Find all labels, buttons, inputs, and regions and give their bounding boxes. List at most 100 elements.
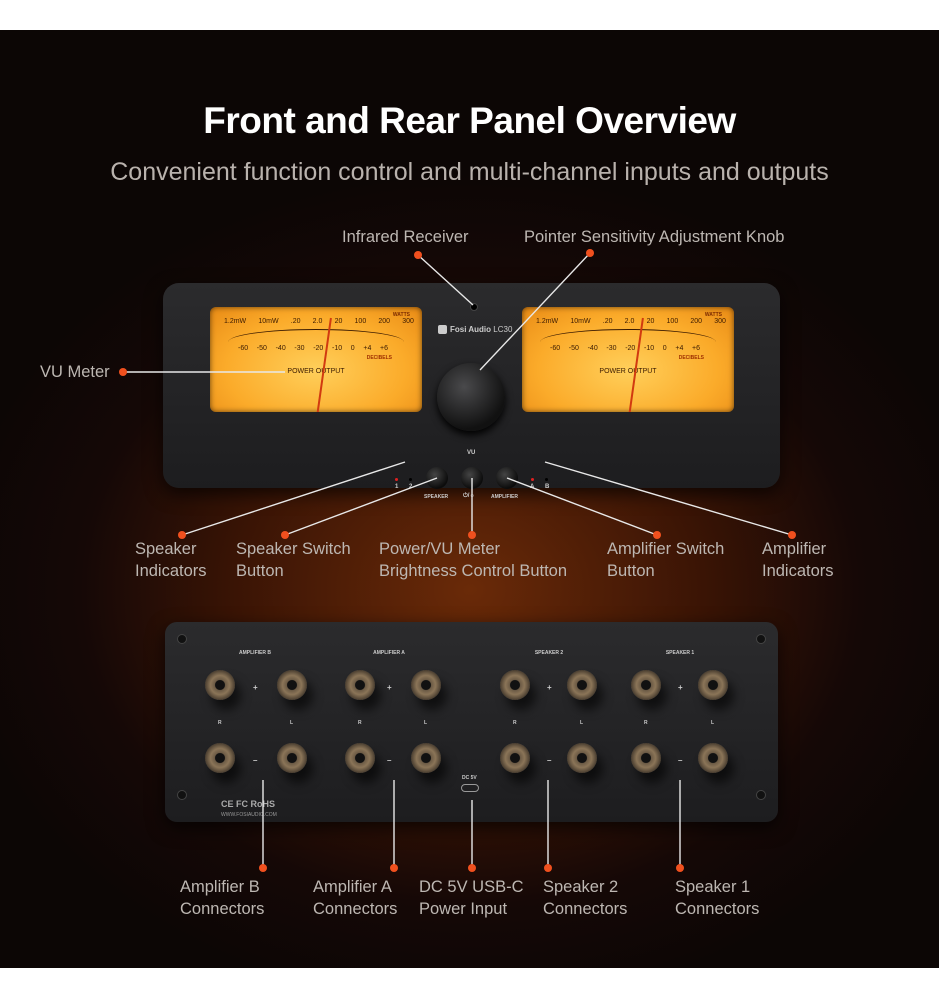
usb-c-port[interactable] (461, 784, 479, 792)
binding-post[interactable] (500, 670, 530, 700)
scale-tick-label: 1.2mW (536, 318, 559, 325)
scale-tick-label: -50 (568, 345, 579, 352)
scale-tick-label: +4 (675, 345, 684, 352)
binding-post[interactable] (500, 743, 530, 773)
scale-tick-label: +4 (363, 345, 372, 352)
callout-knob: Pointer Sensitivity Adjustment Knob (524, 228, 785, 246)
binding-post[interactable] (205, 670, 235, 700)
binding-post[interactable] (277, 743, 307, 773)
scale-tick-label: 100 (354, 318, 367, 325)
callout-dot (390, 864, 398, 872)
screw (756, 634, 766, 644)
group-label: AMPLIFIER B (239, 650, 271, 656)
infrared-receiver (470, 303, 478, 311)
binding-post[interactable] (345, 743, 375, 773)
binding-post[interactable] (411, 743, 441, 773)
callout-dot (178, 531, 186, 539)
speaker-label: SPEAKER (424, 494, 449, 500)
scale-tick-label: +6 (692, 345, 700, 352)
callout-dot (119, 368, 127, 376)
power-output-label: POWER OUTPUT (599, 368, 657, 375)
vu-label: VU (467, 450, 476, 456)
callout-dot (468, 531, 476, 539)
binding-post[interactable] (567, 670, 597, 700)
scale-tick-label: 300 (714, 318, 726, 325)
binding-post[interactable] (631, 743, 661, 773)
binding-post[interactable] (345, 670, 375, 700)
scale-tick-label: 2.0 (624, 318, 635, 325)
binding-post[interactable] (698, 670, 728, 700)
scale-tick-label: .20 (290, 318, 301, 325)
decibels-label: DECIBELS (366, 355, 392, 361)
callout-vu: VU Meter (40, 363, 110, 381)
brand-logo: Fosi Audio LC30 (438, 325, 512, 335)
minus-label: – (678, 756, 683, 765)
speaker-led-label-2: 2 (409, 484, 413, 490)
callout-line-text: Speaker Switch (236, 540, 351, 558)
scale-tick-label: 200 (378, 318, 391, 325)
screw (756, 790, 766, 800)
callout-line-text: Connectors (543, 900, 628, 918)
scale-tick-label: 10mW (570, 318, 591, 325)
scale-tick-label: -10 (643, 345, 655, 352)
callout-dot (653, 531, 661, 539)
page-title: Front and Rear Panel Overview (203, 100, 736, 141)
minus-label: – (387, 756, 392, 765)
screw (177, 634, 187, 644)
callout-line-text: Power Input (419, 900, 508, 918)
scale-tick-label: -20 (625, 345, 636, 352)
scale-tick-label: 20 (646, 318, 655, 325)
callout-dot (676, 864, 684, 872)
callout-line (181, 461, 406, 536)
brand-name: Fosi Audio (450, 325, 492, 334)
group-label: SPEAKER 2 (534, 650, 564, 656)
scale-tick-label: 100 (666, 318, 679, 325)
binding-post[interactable] (277, 670, 307, 700)
speaker-led-1 (395, 478, 398, 481)
binding-post[interactable] (205, 743, 235, 773)
callout-dot (586, 249, 594, 257)
callout-lines (119, 249, 796, 872)
binding-post[interactable] (631, 670, 661, 700)
callout-line (544, 461, 793, 536)
scale-tick-label: 20 (334, 318, 343, 325)
scale-tick-label: 0 (350, 345, 355, 352)
scale-arc (540, 329, 716, 342)
amp-led-b (545, 478, 548, 481)
binding-post[interactable] (698, 743, 728, 773)
scale-tick-label: +6 (380, 345, 388, 352)
binding-post[interactable] (411, 670, 441, 700)
plus-label: + (678, 683, 683, 692)
callout-dot (414, 251, 422, 259)
scale-tick-label: 0 (662, 345, 667, 352)
callout-dot (544, 864, 552, 872)
scale-arc (228, 329, 404, 342)
plus-label: + (547, 683, 552, 692)
sensitivity-knob[interactable] (437, 363, 505, 431)
callout-line-text: Indicators (135, 562, 207, 580)
callout-ir: Infrared Receiver (342, 228, 469, 246)
scale-tick-label: 300 (402, 318, 414, 325)
scale-tick-label: -40 (275, 345, 286, 352)
callout-line-text: Connectors (313, 900, 398, 918)
scale-tick-label: -10 (331, 345, 343, 352)
callout-line-text: Power/VU Meter (379, 540, 501, 558)
callout-line-text: Connectors (180, 900, 265, 918)
callout-line-text: Speaker (135, 540, 197, 558)
callout-dot (788, 531, 796, 539)
decibels-label: DECIBELS (678, 355, 704, 361)
callout-line-text: Amplifier Switch (607, 540, 725, 558)
right-channel-label: R (644, 720, 648, 726)
binding-post[interactable] (567, 743, 597, 773)
scale-tick-label: -40 (587, 345, 598, 352)
